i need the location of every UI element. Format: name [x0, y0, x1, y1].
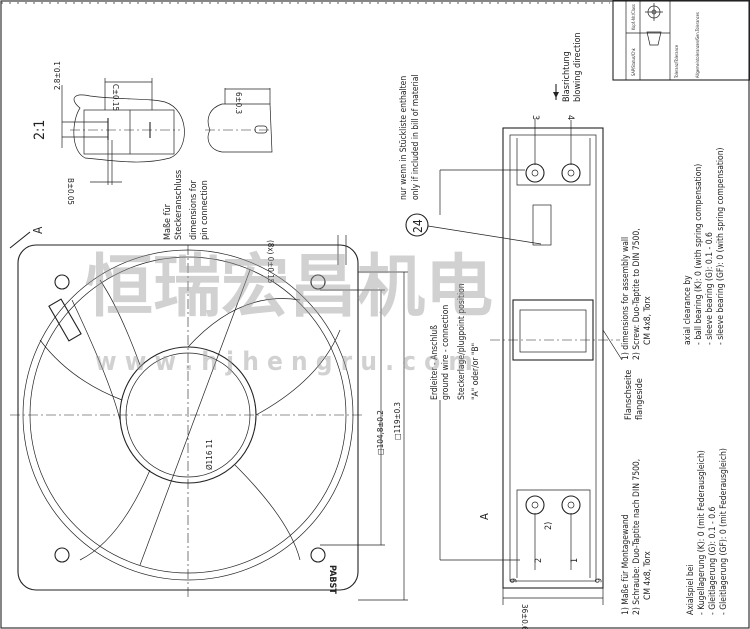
dim-width: 2.8±0.1: [53, 61, 62, 90]
note-text: Steckerlage/plugpoint position: [457, 283, 467, 400]
watermark-url: w w w . h j h e n g r u . c o m: [95, 347, 473, 377]
view-label-a: A: [31, 226, 45, 234]
note-text: nur wenn in Stückliste enthalten: [399, 76, 409, 200]
dim-6: 6: [592, 578, 602, 583]
note-text: CM 4x8, Torx: [643, 296, 653, 345]
note-text: dimensions for: [189, 179, 199, 240]
note-text: ground wire - connection: [441, 305, 451, 400]
dim-frame: □119±0.3: [393, 402, 402, 440]
dim-6: 6: [507, 578, 517, 583]
note-text: - Gleitlagerung (G): 0.1 - 0.6: [708, 506, 718, 615]
note-text: - Gleitlagerung (GF): 0 (mit Federausgle…: [719, 448, 729, 615]
projection-cone-icon: [646, 31, 662, 46]
note-text: pin connection: [200, 180, 210, 240]
note-text: - Kugellagerung (K): 0 (mit Federausglei…: [697, 450, 707, 615]
dim-c: C±0.15: [111, 84, 120, 111]
note-text: flangeside: [635, 378, 645, 420]
title-cell: Toleranz/Tolerance: [674, 44, 679, 79]
title-block: Kopf.-Nr./Class SAP/Status/Chk Toleranz/…: [612, 0, 750, 81]
dim-b: B±0.05: [66, 178, 75, 205]
note-text: Maße für: [163, 203, 173, 240]
note-text: only if included in bill of material: [411, 74, 421, 200]
pos-label: 2: [534, 558, 544, 563]
dim-diameter: Ø116 11: [204, 439, 214, 470]
pos-label: 4: [565, 115, 575, 120]
note-text: Blasrichtung: [562, 51, 572, 102]
brand-logo: PABST: [327, 565, 337, 594]
note-text: 1) dimensions for assembly wall: [621, 237, 631, 360]
pos-label: 1: [570, 558, 580, 563]
notes-german: 1) Maße für Montagewand 2) Schraube: Duo…: [621, 448, 729, 615]
note-text: - ball bearing (K): 0 (with spring compe…: [694, 164, 704, 345]
dim-depth: 36±0.6: [520, 604, 529, 629]
view-label-a: A: [478, 513, 491, 520]
fan-side-view: A 2 1 3 4 2) 6 6 36±0.6: [439, 115, 623, 629]
note-text: 2) Screw: Duo-Taptite to DIN 7500,: [632, 228, 642, 360]
note-text: Axialspiel bei: [686, 564, 696, 615]
watermark-logo: 恒瑞宏昌机电: [85, 248, 493, 327]
note-text: CM 4x8, Torx: [643, 551, 653, 600]
fan-front-view: A PABST (8x) 0±0.15 □104,8±0.2 □119±0.3 …: [9, 226, 408, 601]
title-cell: SAP/Status/Chk: [631, 47, 636, 76]
wire-note: Erdleiter - Anschluß ground wire - conne…: [430, 169, 525, 400]
balloon-24: [405, 213, 429, 237]
dim-hole-spacing: □104,8±0.2: [376, 410, 385, 455]
scale-label: 2:1: [32, 120, 48, 140]
dim-6: 6±0.3: [234, 92, 243, 114]
note-text: - sleeve bearing (G): 0.1 - 0.6: [705, 232, 715, 345]
balloon-label: 24: [411, 219, 425, 233]
screw-ref: 2): [544, 522, 554, 530]
note-text: Flanschseite: [624, 370, 634, 420]
note-text: - sleeve bearing (GF): 0 (with spring co…: [716, 147, 726, 345]
title-cell: Allgemeintoleranzen/Gen.Tolerances: [695, 12, 700, 78]
note-text: 2) Schraube: Duo-Taptite nach DIN 7500,: [632, 459, 642, 615]
dim-holes: (8x) 0±0.15: [266, 240, 275, 283]
note-text: "A" oder/or "B": [471, 343, 481, 400]
connector-detail: 2:1 2.8±0.1 C±0.15 B±0.05 6±0.3 Maße für…: [32, 61, 273, 240]
pos-label: 3: [530, 115, 540, 120]
note-text: Steckeranschluss: [174, 170, 184, 240]
note-text: Erdleiter - Anschluß: [430, 325, 440, 400]
note-text: blowing direction: [573, 32, 583, 102]
note-text: axial clearance by: [683, 275, 693, 345]
note-text: 1) Maße für Montagewand: [621, 514, 631, 615]
title-cell: Kopf.-Nr./Class: [631, 4, 636, 30]
notes-english: 1) dimensions for assembly wall 2) Screw…: [621, 147, 726, 360]
